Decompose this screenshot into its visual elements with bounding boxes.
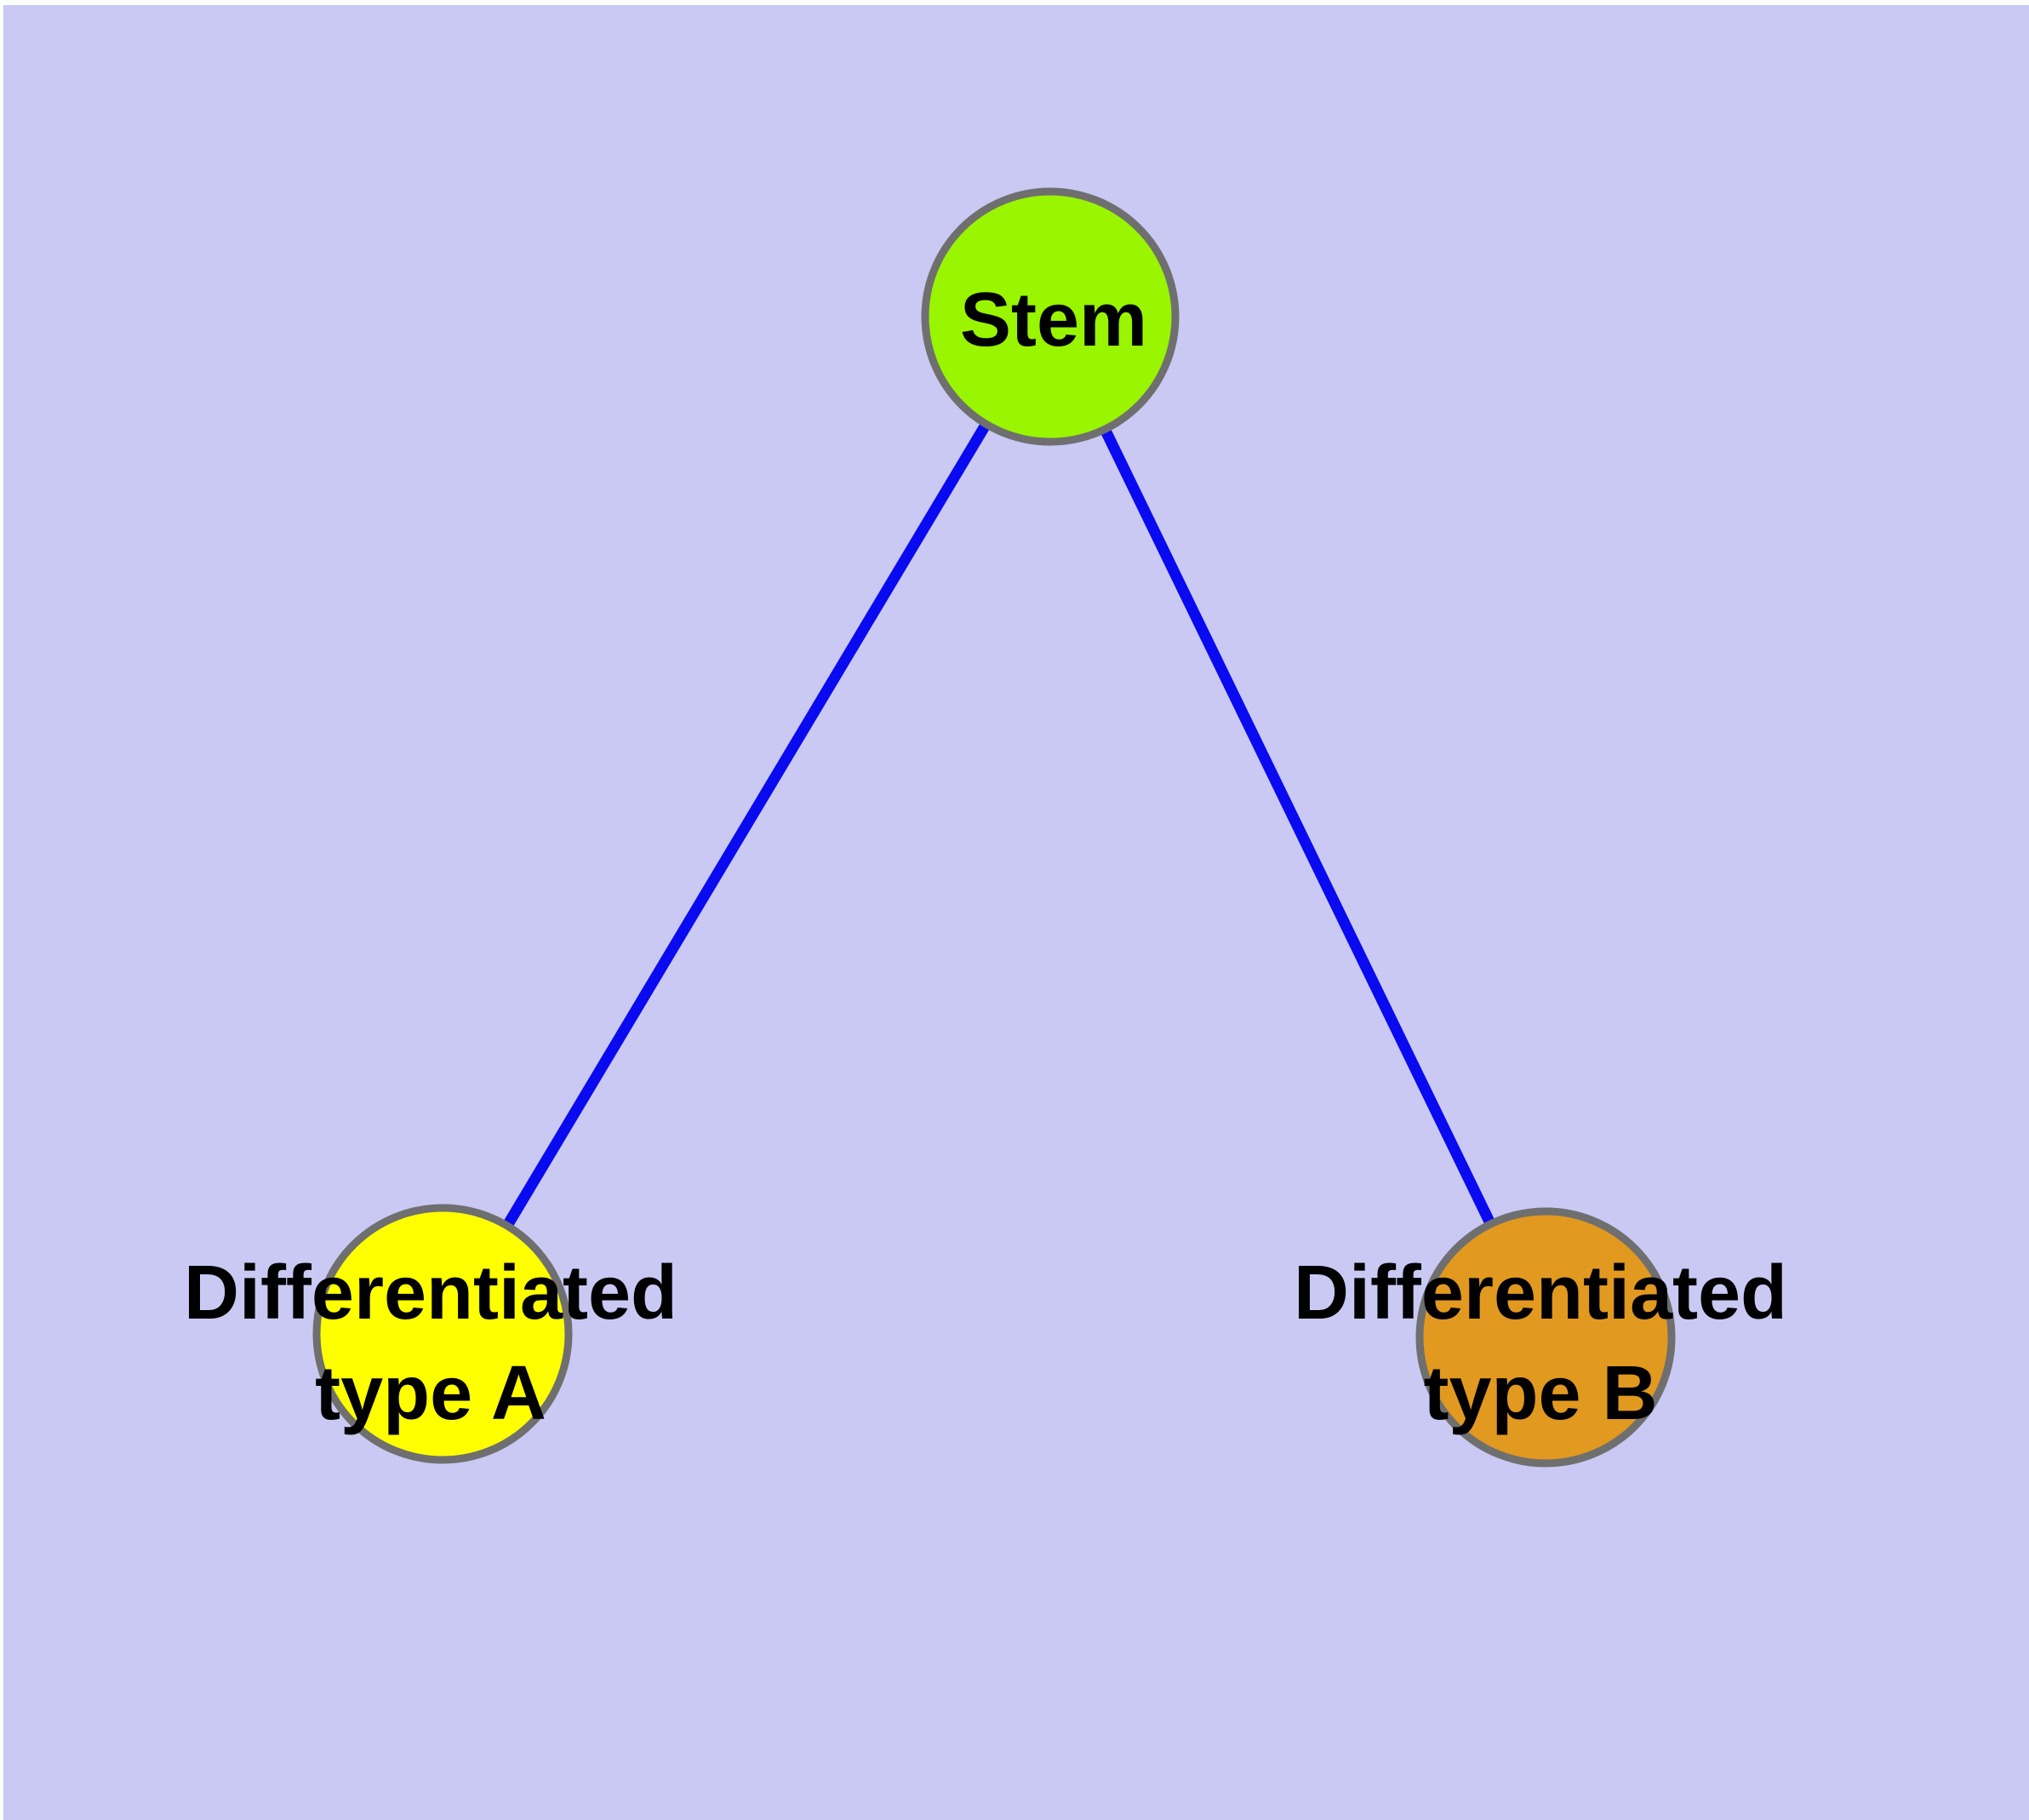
node-type-a-label-line-1: Differentiated: [184, 1251, 677, 1336]
edge-stem-to-type-a: [437, 313, 1055, 1337]
node-stem-label: Stem: [960, 278, 1147, 363]
node-type-a-label-line-2: type A: [315, 1351, 546, 1436]
node-type-b-circle: [1415, 1207, 1676, 1468]
node-type-b-label-line-2: type B: [1423, 1351, 1657, 1436]
node-stem-circle: [921, 187, 1180, 446]
node-type-b-label-line-1: Differentiated: [1294, 1251, 1787, 1336]
edge-stem-to-type-b: [1045, 314, 1551, 1340]
node-type-a-circle: [312, 1204, 573, 1464]
